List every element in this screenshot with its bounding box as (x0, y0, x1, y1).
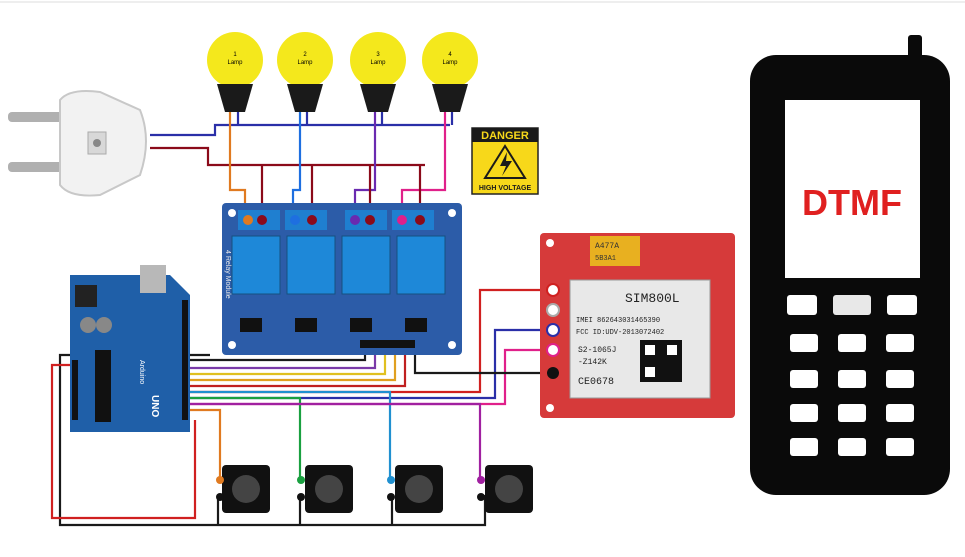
lamp-3: 3 Lamp (350, 32, 406, 112)
lamp-label: Lamp (442, 60, 458, 66)
arduino-uno: Arduino UNO (70, 265, 190, 432)
push-button-4 (477, 465, 533, 513)
lamp-label: Lamp (370, 60, 386, 66)
arduino-model: UNO (149, 395, 160, 417)
gsm-ce: CE0678 (578, 377, 614, 388)
lamp-2: 2 Lamp (277, 32, 333, 112)
gsm-imei: IMEI 862643031465390 (576, 317, 660, 325)
push-button-1 (216, 465, 270, 513)
lightning-icon (500, 152, 512, 176)
wires (50, 112, 550, 527)
arduino-brand: Arduino (138, 360, 145, 384)
gsm-name: SIM800L (625, 291, 680, 306)
gsm-code-2: -Z142K (578, 358, 607, 367)
gsm-fcc: FCC ID:UDV-2013072402 (576, 329, 664, 337)
lamp-number: 2 (303, 52, 307, 58)
power-plug (8, 90, 147, 197)
lamp-number: 4 (448, 52, 452, 58)
gsm-module: A477A 5B3A1 SIM800L IMEI 862643031465390… (540, 233, 735, 418)
lamp-label: Lamp (297, 60, 313, 66)
gsm-code-1: S2-1065J (578, 346, 616, 355)
relay-module: 4 Relay Module (222, 203, 462, 355)
lamp-label: Lamp (227, 60, 243, 66)
relay-module-label: 4 Relay Module (224, 250, 231, 299)
lamp-4: 4 Lamp (422, 32, 478, 112)
mobile-phone: DTMF (750, 35, 950, 495)
lamp-number: 1 (233, 52, 237, 58)
push-button-3 (387, 465, 443, 513)
push-button-2 (297, 465, 353, 513)
phone-keypad (787, 295, 917, 456)
phone-screen (785, 100, 920, 278)
lamp-1: 1 Lamp (207, 32, 263, 112)
lamp-number: 3 (376, 52, 380, 58)
warning-triangle-icon (483, 144, 527, 179)
danger-sign: DANGER HIGH VOLTAGE (471, 127, 539, 195)
danger-title: DANGER (481, 130, 529, 142)
danger-subtitle: HIGH VOLTAGE (479, 185, 532, 192)
gsm-chip-code: 5B3A1 (595, 255, 616, 263)
gsm-chip: A477A (595, 242, 619, 251)
phone-screen-text: DTMF (802, 182, 902, 223)
